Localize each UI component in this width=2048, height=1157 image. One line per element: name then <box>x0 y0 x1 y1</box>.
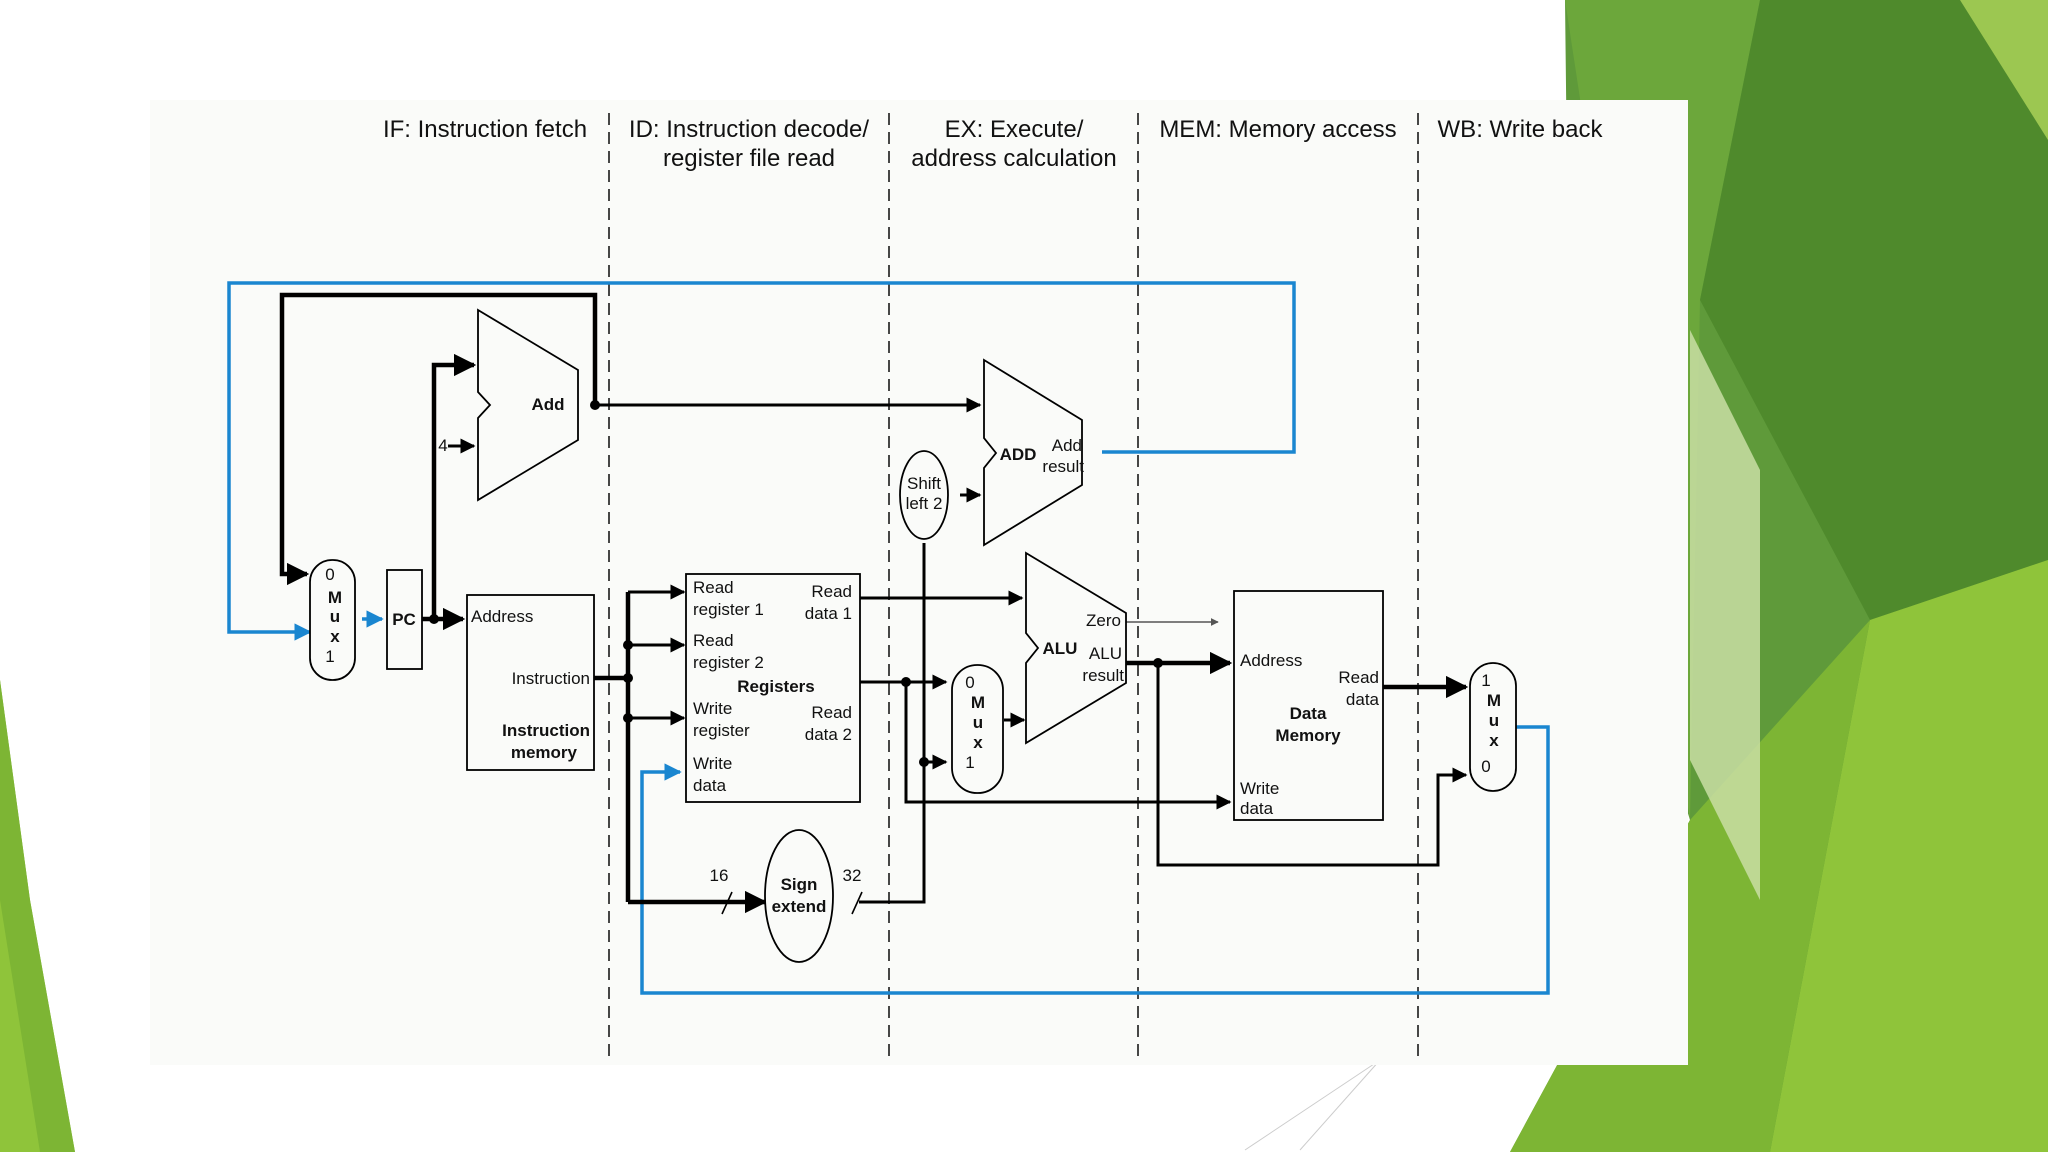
alu-source-mux: 0 M u x 1 <box>951 664 1004 794</box>
register-file: Read register 1 Read register 2 Register… <box>685 573 861 803</box>
dmem-read-line1: Read <box>1338 668 1379 687</box>
pc-adder-label: Add <box>531 395 564 414</box>
stage-mem-title: MEM: Memory access <box>1159 116 1396 143</box>
dmem-write-line2: data <box>1240 799 1274 818</box>
alu-zero-label: Zero <box>1086 611 1121 630</box>
reg-read-data1-line1: Read <box>811 582 852 601</box>
sign-extend-input-bits: 16 <box>710 866 729 885</box>
mux-if-label-1: 1 <box>325 647 334 666</box>
sign-extend-output-bits: 32 <box>843 866 862 885</box>
mux-wb-label-u: u <box>1489 711 1499 730</box>
shift-left-line2: left 2 <box>906 494 943 513</box>
reg-write-register-line2: register <box>693 721 750 740</box>
green-decoration-left <box>0 680 75 1152</box>
decorative-lines <box>1244 1059 1381 1151</box>
stage-dividers <box>608 113 1419 1062</box>
reg-read-data2-line2: data 2 <box>805 725 852 744</box>
stage-id-title-line1: ID: Instruction decode/ <box>629 116 869 143</box>
mux-wb-label-0: 0 <box>1481 757 1490 776</box>
reg-read-register2-line2: register 2 <box>693 653 764 672</box>
imem-instruction-label: Instruction <box>512 669 590 688</box>
shift-left-line1: Shift <box>907 474 941 493</box>
imem-title-line1: Instruction <box>502 721 590 740</box>
dmem-title-line1: Data <box>1290 704 1327 723</box>
mux-wb-label-1: 1 <box>1481 671 1490 690</box>
branch-adder-out-line2: result <box>1042 457 1084 476</box>
stage-if-title: IF: Instruction fetch <box>383 116 587 143</box>
sign-extend: Sign extend 16 32 <box>710 829 863 963</box>
mux-if-label-u: u <box>330 607 340 626</box>
reg-read-register1-line1: Read <box>693 578 734 597</box>
stage-wb-title: WB: Write back <box>1438 116 1604 143</box>
alu-label: ALU <box>1043 639 1078 658</box>
mux-wb-label-x: x <box>1489 731 1499 750</box>
mux-if-label-0: 0 <box>325 565 334 584</box>
imem-title-line2: memory <box>511 743 578 762</box>
mux-ex-label-1: 1 <box>965 753 974 772</box>
data-memory: Address Read data Data Memory Write data <box>1233 590 1384 821</box>
reg-read-register1-line2: register 1 <box>693 600 764 619</box>
dmem-write-line1: Write <box>1240 779 1279 798</box>
imem-address-label: Address <box>471 607 533 626</box>
shift-left-2: Shift left 2 <box>899 450 949 540</box>
dmem-title-line2: Memory <box>1275 726 1341 745</box>
black-wires <box>279 292 1469 914</box>
pc-adder: Add 4 <box>438 308 579 502</box>
dmem-address-label: Address <box>1240 651 1302 670</box>
mux-ex-label-m: M <box>971 693 985 712</box>
blue-wires <box>227 281 1550 995</box>
stage-ex-title-line2: address calculation <box>911 145 1116 172</box>
mux-wb-label-m: M <box>1487 691 1501 710</box>
stage-id-title-line2: register file read <box>663 145 835 172</box>
mux-if-label-x: x <box>330 627 340 646</box>
sign-extend-line1: Sign <box>781 875 818 894</box>
pc-label: PC <box>392 610 416 629</box>
alu-result-line1: ALU <box>1089 644 1122 663</box>
pc-register: PC <box>386 569 423 670</box>
branch-adder-out-line1: Add <box>1052 436 1082 455</box>
constant-four: 4 <box>438 436 447 455</box>
dmem-read-line2: data <box>1346 690 1380 709</box>
if-mux: 0 M u x 1 <box>309 559 356 681</box>
alu-result-line2: result <box>1082 666 1124 685</box>
reg-read-data2-line1: Read <box>811 703 852 722</box>
mux-ex-label-x: x <box>973 733 983 752</box>
sign-extend-line2: extend <box>772 897 827 916</box>
reg-title: Registers <box>737 677 814 696</box>
mux-ex-label-0: 0 <box>965 673 974 692</box>
reg-write-data-line1: Write <box>693 754 732 773</box>
reg-write-register-line1: Write <box>693 699 732 718</box>
writeback-mux: 1 M u x 0 <box>1469 662 1517 792</box>
diagram-panel <box>150 100 1688 1065</box>
mux-if-label-m: M <box>328 588 342 607</box>
reg-read-data1-line2: data 1 <box>805 604 852 623</box>
alu: ALU Zero ALU result <box>1025 551 1127 745</box>
mux-ex-label-u: u <box>973 713 983 732</box>
reg-write-data-line2: data <box>693 776 727 795</box>
instruction-memory: Address Instruction Instruction memory <box>466 594 595 771</box>
branch-adder: ADD Add result <box>983 358 1084 547</box>
reg-read-register2-line1: Read <box>693 631 734 650</box>
branch-adder-label: ADD <box>1000 445 1037 464</box>
stage-ex-title-line1: EX: Execute/ <box>945 116 1084 143</box>
